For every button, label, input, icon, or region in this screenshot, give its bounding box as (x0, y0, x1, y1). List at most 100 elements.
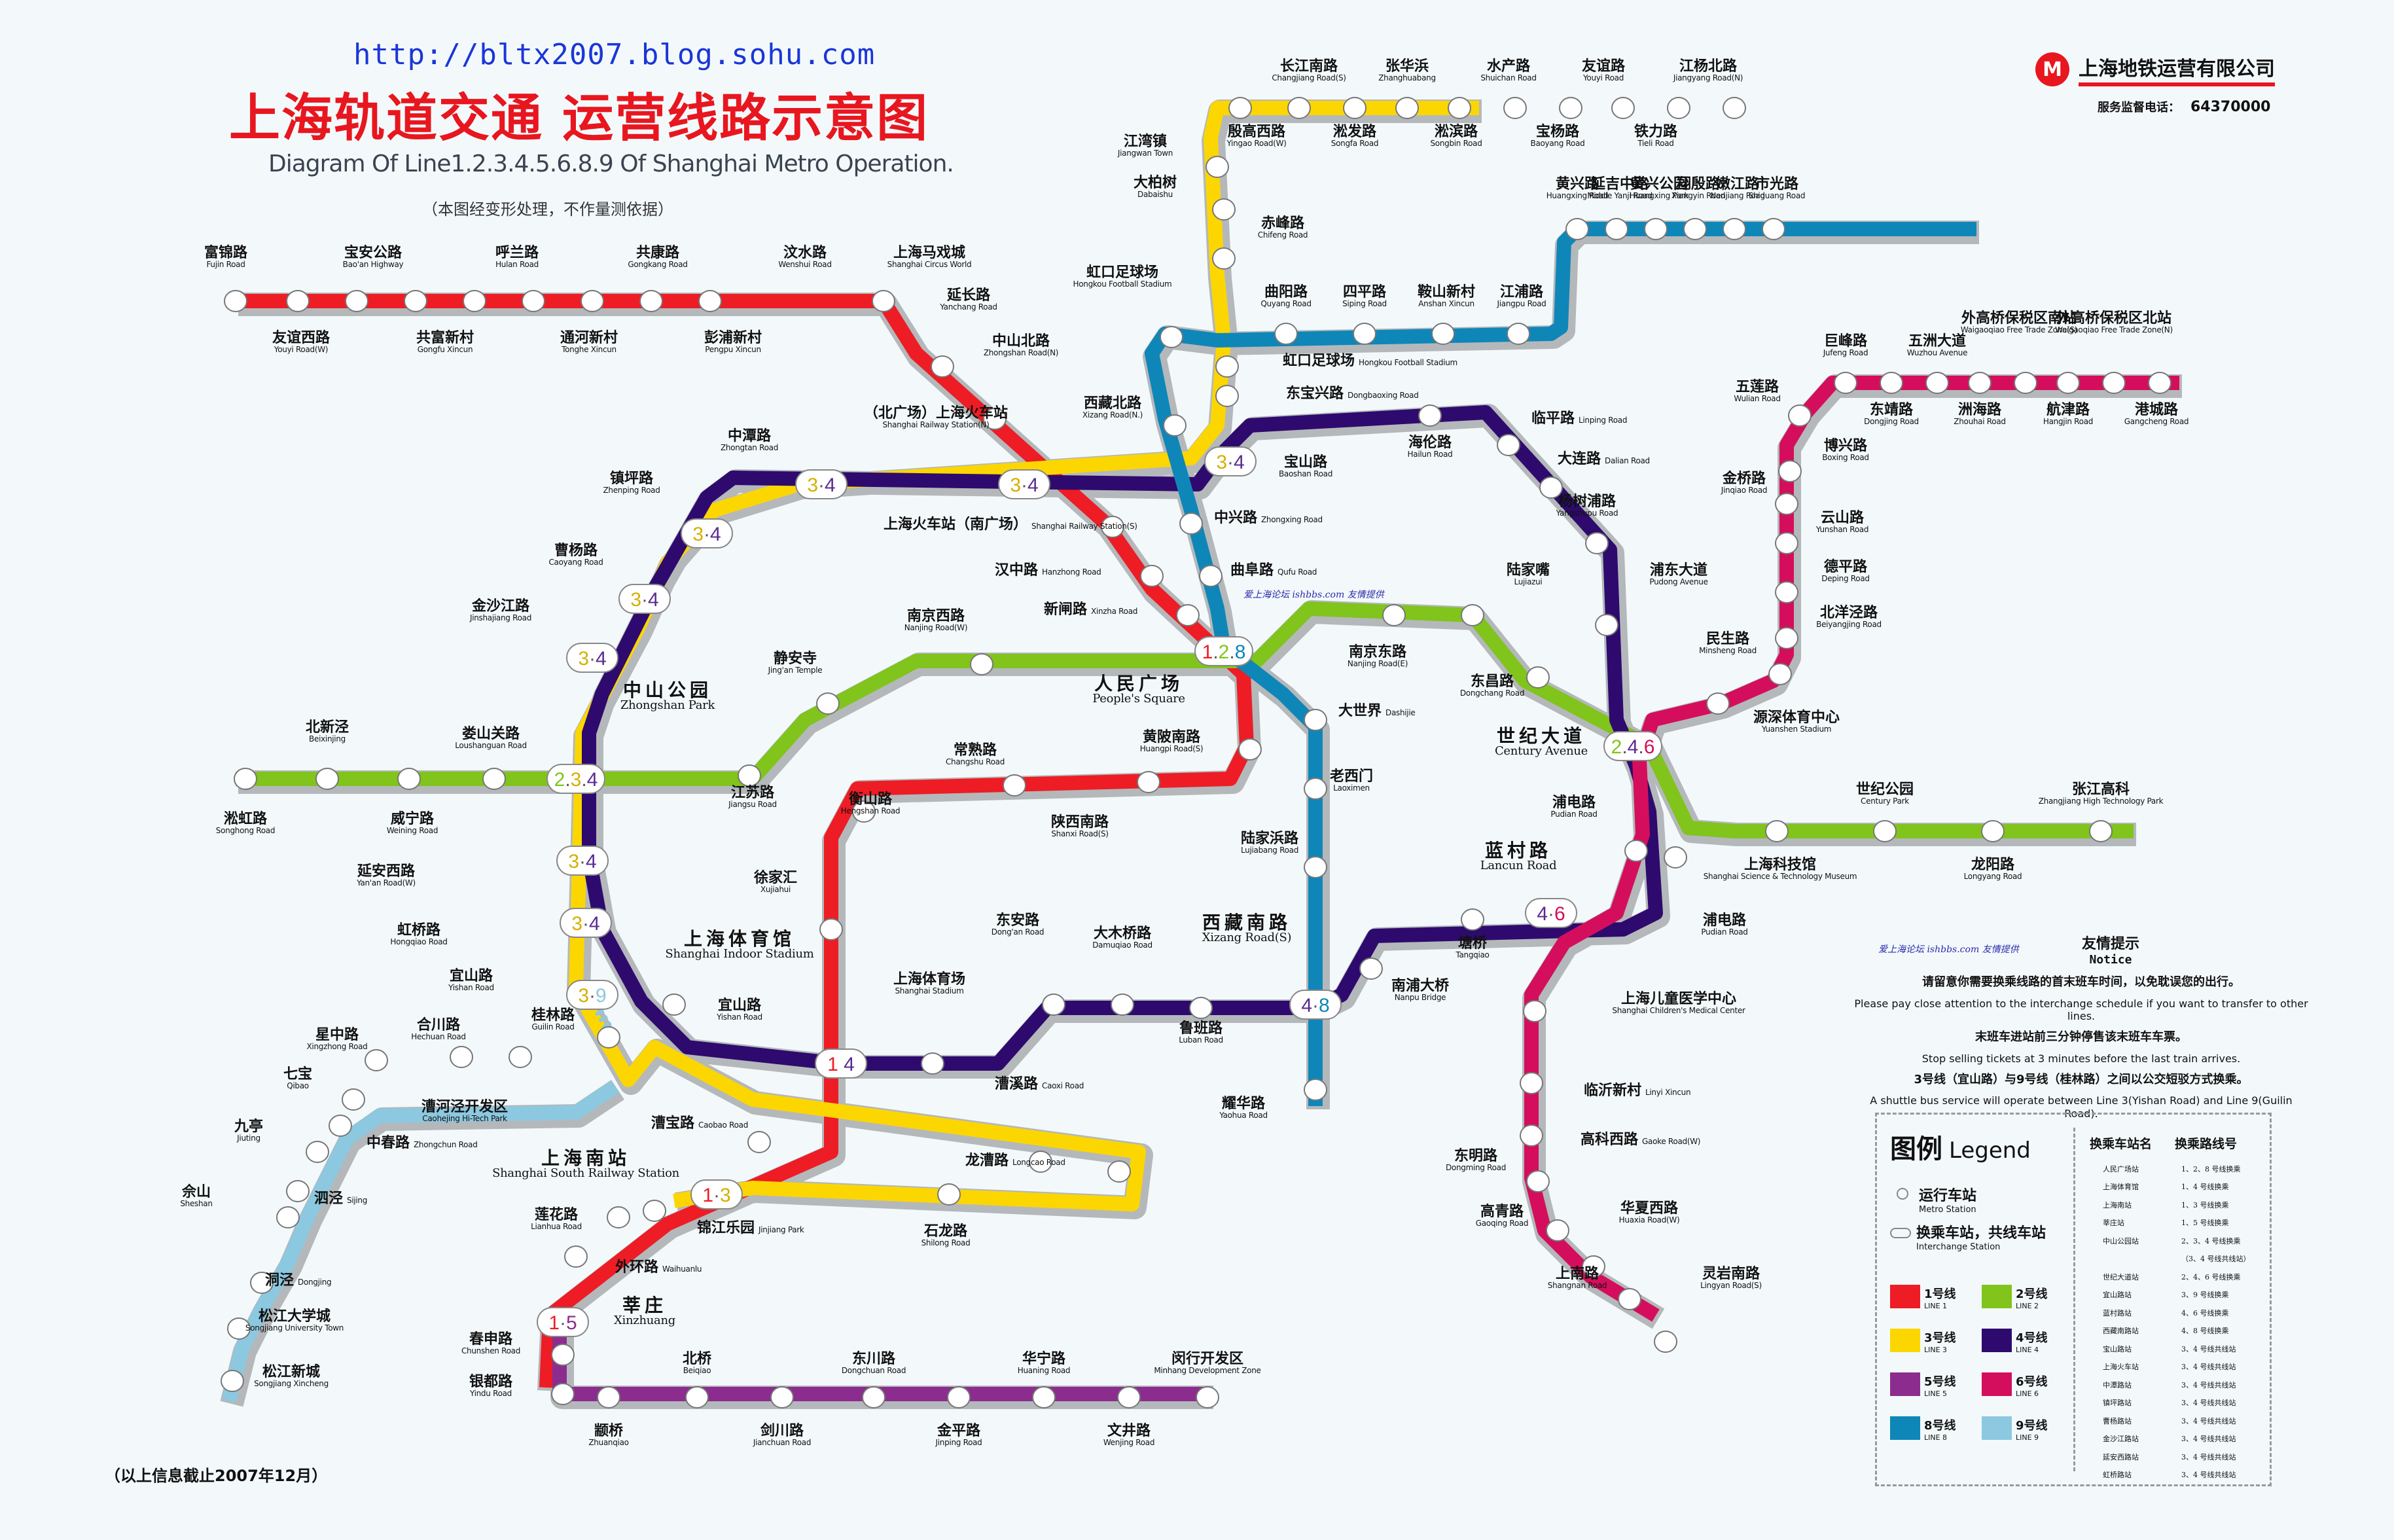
interchange-marker-hongqiao[interactable]: 3·4 (560, 908, 612, 938)
station-marker-pudong-ave[interactable] (1595, 614, 1618, 636)
station-marker-songjiang-xc[interactable] (221, 1370, 244, 1392)
station-marker-yindu[interactable] (551, 1383, 575, 1405)
station-marker-shuichan[interactable] (1503, 97, 1527, 119)
station-marker-hongkou8[interactable] (1160, 326, 1183, 348)
station-marker-hangjin[interactable] (2056, 372, 2080, 394)
station-marker-nanjing-w[interactable] (970, 653, 993, 675)
interchange-marker-zhongshan-park[interactable]: 2.3.4 (546, 764, 605, 794)
station-marker-yunshan[interactable] (1775, 532, 1798, 554)
station-marker-zhongshan-n[interactable] (983, 408, 1007, 430)
station-marker-gaoqing[interactable] (1546, 1219, 1569, 1242)
station-marker-huaning[interactable] (1032, 1386, 1056, 1408)
station-marker-yingao-w[interactable] (1228, 97, 1252, 119)
station-marker-dongchuan[interactable] (862, 1386, 885, 1408)
station-marker-shanxi-s[interactable] (1137, 771, 1160, 793)
station-marker-beixinjing[interactable] (315, 768, 339, 790)
station-marker-loushanguan[interactable] (482, 768, 506, 790)
station-marker-yishan4[interactable] (662, 994, 686, 1016)
station-marker-jingan[interactable] (816, 692, 840, 715)
station-marker-minsheng[interactable] (1768, 663, 1792, 685)
station-marker-lujiabang[interactable] (1304, 856, 1327, 878)
station-marker-huaxia-w[interactable] (1582, 1255, 1605, 1278)
station-marker-hailun[interactable] (1418, 404, 1442, 427)
station-marker-beiqiao[interactable] (685, 1386, 709, 1408)
station-marker-damuqiao[interactable] (1111, 994, 1134, 1016)
interchange-marker-yanan-w[interactable]: 3·4 (556, 846, 609, 876)
interchange-marker-peoples-square[interactable]: 1.2.8 (1194, 636, 1253, 666)
station-marker-jufeng[interactable] (1834, 372, 1857, 394)
station-marker-guilin[interactable] (597, 1026, 620, 1048)
station-marker-minhang-dz[interactable] (1196, 1386, 1219, 1408)
interchange-marker-xizang-s[interactable]: 4·8 (1289, 990, 1342, 1020)
station-marker-luban[interactable] (1189, 997, 1213, 1019)
station-marker-gongkang[interactable] (581, 290, 604, 312)
station-marker-linping[interactable] (1497, 434, 1520, 456)
interchange-marker-baoshan[interactable]: 3·4 (1204, 446, 1257, 476)
station-marker-jinjiang[interactable] (643, 1200, 666, 1222)
station-marker-anshan[interactable] (1431, 323, 1455, 345)
station-marker-deping[interactable] (1775, 581, 1798, 603)
station-marker-zhanghuabang[interactable] (1395, 97, 1419, 119)
station-marker-childrens[interactable] (1523, 1000, 1546, 1022)
station-marker-beiyangjing[interactable] (1775, 627, 1798, 649)
interchange-marker-zhongtan[interactable]: 3·4 (795, 469, 848, 499)
station-marker-baoan[interactable] (345, 290, 368, 312)
station-marker-dongbaoxing[interactable] (1215, 385, 1239, 407)
